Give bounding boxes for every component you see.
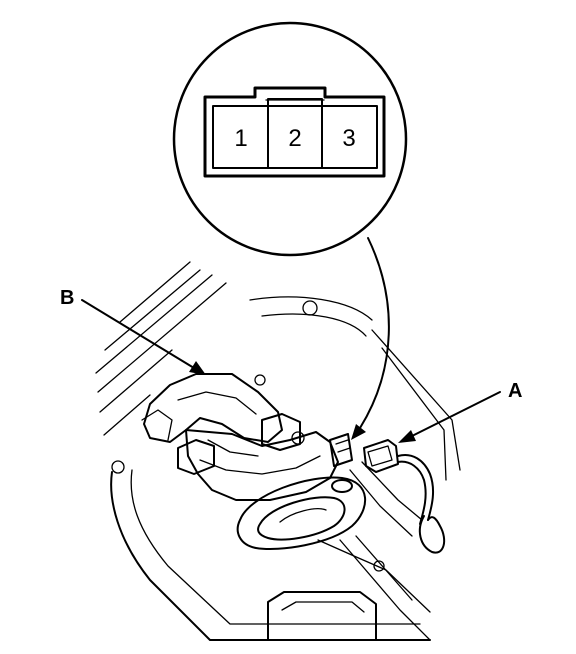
lower-opening bbox=[267, 591, 377, 641]
connector-face: 1 2 3 bbox=[203, 86, 386, 178]
part-b-mount-hole bbox=[331, 479, 353, 493]
callout-b-leader bbox=[81, 299, 195, 369]
frame-inner bbox=[130, 469, 421, 625]
panel-upper-edge bbox=[249, 296, 373, 321]
part-a-harness-connector bbox=[363, 439, 446, 554]
part-b-body-ridge bbox=[207, 439, 259, 457]
nose-rib bbox=[337, 447, 351, 453]
panel-upper-edge-2 bbox=[261, 313, 367, 337]
part-a-wire-2 bbox=[397, 460, 427, 525]
part-b-bracket-left-arm bbox=[141, 409, 173, 441]
part-a-wire-loop bbox=[418, 515, 446, 554]
panel-line bbox=[95, 274, 213, 374]
callout-b: B bbox=[60, 287, 206, 375]
part-b-bracket-inner bbox=[177, 391, 257, 415]
part-b-upper-bracket bbox=[143, 373, 283, 443]
pin-2-key bbox=[267, 98, 323, 169]
panel-line bbox=[103, 394, 151, 436]
pin-1-label: 1 bbox=[234, 125, 247, 152]
part-b-oval-mount bbox=[236, 476, 366, 551]
part-a-connector-body bbox=[363, 439, 399, 473]
connector-cavity bbox=[212, 105, 378, 169]
part-a-wire bbox=[397, 454, 435, 521]
callout-a-leader bbox=[409, 391, 501, 438]
frame-lower-right bbox=[339, 539, 431, 641]
panel-line bbox=[97, 282, 227, 393]
part-b-body-inner bbox=[199, 455, 321, 475]
panel-line bbox=[104, 269, 201, 351]
lower-opening-inner bbox=[281, 601, 365, 613]
part-b-bolt bbox=[291, 431, 305, 445]
detail-pointer bbox=[351, 237, 390, 440]
detail-pointer-arrowhead bbox=[351, 424, 366, 440]
panel-hole-mid bbox=[254, 374, 266, 386]
panel-right-edge bbox=[371, 329, 461, 471]
nose-rib bbox=[335, 439, 349, 445]
panel-hole-lower bbox=[373, 560, 385, 572]
body-panel bbox=[95, 261, 461, 641]
callout-b-label: B bbox=[60, 287, 74, 309]
part-a-connector-latch bbox=[367, 445, 393, 467]
part-b-assembly bbox=[141, 373, 366, 551]
callout-a: A bbox=[398, 380, 522, 443]
panel-right-edge-2 bbox=[381, 347, 447, 481]
connector-detail-view: 1 2 3 bbox=[172, 21, 408, 257]
wire-channel-2 bbox=[349, 469, 413, 537]
connector-housing-outline bbox=[203, 86, 386, 178]
panel-line bbox=[119, 261, 191, 323]
panel-hole bbox=[302, 300, 318, 316]
pin-2-label: 2 bbox=[288, 125, 301, 152]
detail-circle bbox=[172, 21, 408, 257]
frame-outer bbox=[110, 471, 431, 641]
wire-channel-3 bbox=[361, 461, 423, 521]
part-b-oval-inner bbox=[257, 496, 346, 541]
pin-3-label: 3 bbox=[342, 125, 355, 152]
callout-a-label: A bbox=[508, 380, 522, 402]
wire-channel bbox=[317, 539, 431, 613]
callout-b-arrowhead bbox=[189, 361, 206, 375]
part-b-connector-nose bbox=[329, 433, 353, 467]
callout-a-arrowhead bbox=[398, 430, 416, 443]
panel-hole-left bbox=[111, 460, 125, 474]
part-b-block-left bbox=[177, 439, 215, 475]
panel-line bbox=[99, 349, 173, 413]
detail-pointer-line bbox=[359, 237, 390, 429]
part-b-oval-slot bbox=[279, 508, 327, 523]
